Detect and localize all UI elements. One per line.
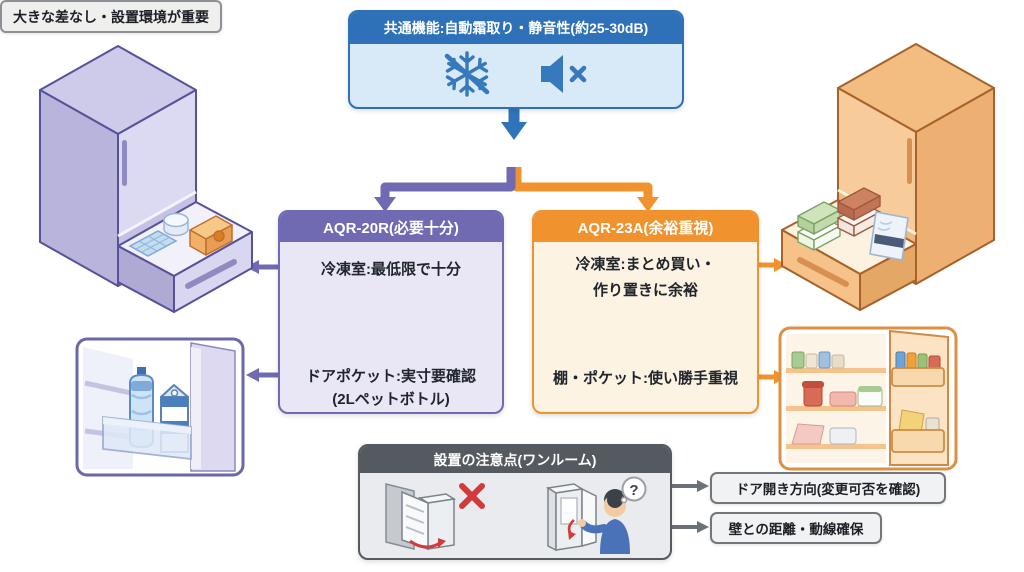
round-container [163,212,189,237]
top-pocket-tray [891,367,945,387]
freezer-bag [869,211,909,261]
question-mark: ? [629,482,638,499]
mute-speaker-icon [541,55,587,93]
right-shelf-note: 棚・ポケット:使い勝手重視 [553,370,738,387]
note-wall-distance: 壁との距離・動線確保 [710,512,882,544]
left-freezer-note: 冷凍室:最低限で十分 [321,261,461,278]
frozen-food-box [189,215,233,256]
placement-caution-title: 設置の注意点(ワンルーム) [360,446,670,473]
door-pocket-illustration [75,337,245,477]
ice-cube-tray [128,230,178,257]
person [577,488,630,554]
model-aqr-23a-title: AQR-23A(余裕重視) [534,212,757,242]
note-door-direction: ドア開き方向(変更可否を確認) [710,472,946,504]
common-features-title: 共通機能:自動霜取り・静音性(約25-30dB) [350,12,682,44]
fridge-shelves-illustration [778,326,958,471]
arrow-common-to-decision [501,106,527,140]
bottom-pocket-tray [891,429,945,453]
top-shelf-items [791,351,845,369]
left-pocket-note-line2: (2Lペットボトル) [332,391,450,408]
shelves [786,368,886,449]
arrow-note-wall [667,521,709,533]
door-handle [907,138,912,184]
left-pocket-note-line1: ドアポケット:実寸要確認 [306,368,476,385]
middle-shelf-items [802,381,883,407]
common-features-box: 共通機能:自動霜取り・静音性(約25-30dB) [348,10,684,109]
fridge-open-door [545,482,597,551]
fridge-cabinet [39,45,197,287]
green-container-stack [797,201,841,251]
arrow-note-door [667,480,709,492]
person-checking-door-illustration: ? [545,476,646,554]
right-freezer-note-line1: 冷凍室:まとめ買い・ [575,256,716,273]
branch-arrow-right [512,167,659,212]
fridge-aqr-20r-illustration [39,45,253,313]
drawer-handle [797,257,849,287]
arrow-right-freezer [756,258,787,272]
x-mark [458,482,485,509]
model-aqr-20r-title: AQR-20R(必要十分) [280,212,502,242]
fridge-against-wall [400,490,456,550]
question-bubble: ? [620,476,646,503]
red-container-stack [837,187,881,237]
pocket-tray [102,415,192,461]
arrow-left-pocket [246,368,278,382]
bottom-shelf-items [791,423,857,445]
drawer-handle [185,259,237,289]
model-box-aqr-23a: AQR-23A(余裕重視) 冷凍室:まとめ買い・ 作り置きに余裕 棚・ポケット:… [532,210,759,414]
placement-caution-box: 設置の注意点(ワンルーム) [358,444,672,560]
model-box-aqr-20r: AQR-20R(必要十分) 冷凍室:最低限で十分 ドアポケット:実寸要確認 (2… [278,210,504,414]
right-freezer-note-line2: 作り置きに余裕 [592,282,698,299]
defrost-snowflake-icon [444,51,490,97]
door-handle [122,140,127,186]
common-features-icons [350,44,682,104]
door-swing-arrow [408,537,446,548]
branch-arrow-left [374,167,516,212]
decision-label: 大きな差なし・設置環境が重要 [0,0,222,33]
fridge-aqr-23a-illustration [781,43,995,311]
blocked-door-illustration [384,482,485,550]
door-with-pockets [889,329,949,466]
